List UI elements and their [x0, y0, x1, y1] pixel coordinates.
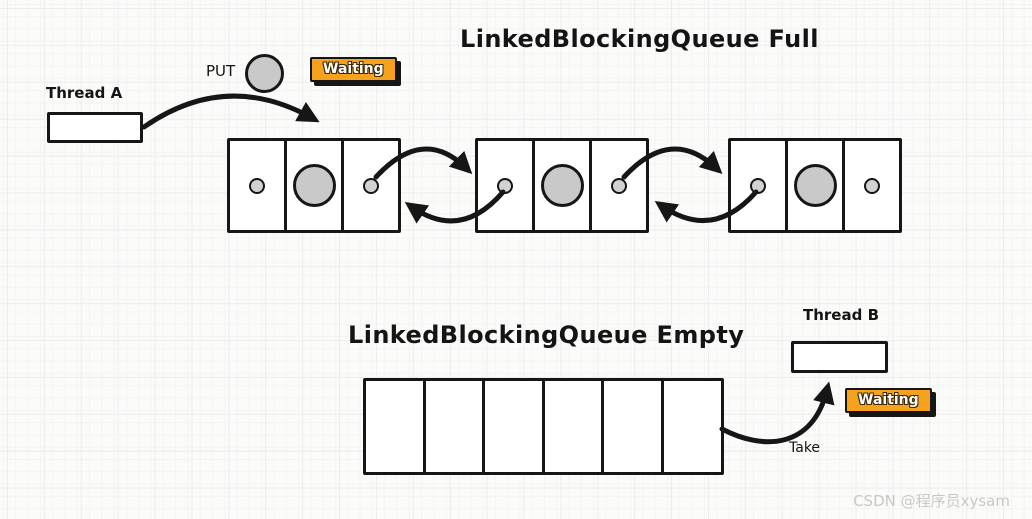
item-circle	[292, 164, 336, 207]
thread-a-box	[47, 112, 143, 143]
empty-queue-cell	[541, 378, 605, 475]
queue-node-2	[475, 138, 649, 233]
thread-a-label: Thread A	[46, 84, 123, 102]
node-item-cell	[785, 138, 845, 233]
empty-queue-cell	[422, 378, 486, 475]
queue-node-3	[728, 138, 902, 233]
put-item-circle	[245, 54, 284, 93]
waiting-badge-empty: Waiting	[845, 388, 932, 413]
queue-node-1	[227, 138, 401, 233]
take-label: Take	[789, 440, 821, 456]
item-circle	[793, 164, 837, 207]
empty-queue-cell	[601, 378, 664, 475]
csdn-watermark: CSDN @程序员xysam	[853, 492, 1010, 510]
pointer-circle	[864, 177, 880, 194]
node-pointer-cell	[728, 138, 788, 233]
node-pointer-cell	[227, 138, 287, 233]
thread-b-label: Thread B	[803, 306, 879, 324]
put-arrow	[141, 93, 320, 130]
empty-queue-cell	[482, 378, 545, 475]
pointer-circle	[750, 177, 766, 194]
empty-queue	[363, 378, 724, 475]
pointer-circle	[497, 177, 513, 194]
node-pointer-cell	[589, 138, 649, 233]
full-queue-title: LinkedBlockingQueue Full	[460, 25, 819, 53]
empty-queue-title: LinkedBlockingQueue Empty	[348, 321, 745, 349]
node-pointer-cell	[842, 138, 902, 233]
empty-queue-cell	[363, 378, 426, 475]
pointer-circle	[611, 177, 627, 194]
thread-b-box	[791, 341, 888, 373]
empty-queue-cell	[660, 378, 724, 475]
node-pointer-cell	[341, 138, 401, 233]
node-item-cell	[284, 138, 344, 233]
take-arrow	[719, 381, 835, 445]
node-pointer-cell	[475, 138, 535, 233]
pointer-circle	[249, 177, 265, 194]
item-circle	[540, 164, 584, 207]
waiting-badge-full: Waiting	[310, 57, 397, 82]
node-item-cell	[532, 138, 592, 233]
put-label: PUT	[206, 62, 236, 80]
pointer-circle	[363, 177, 379, 194]
